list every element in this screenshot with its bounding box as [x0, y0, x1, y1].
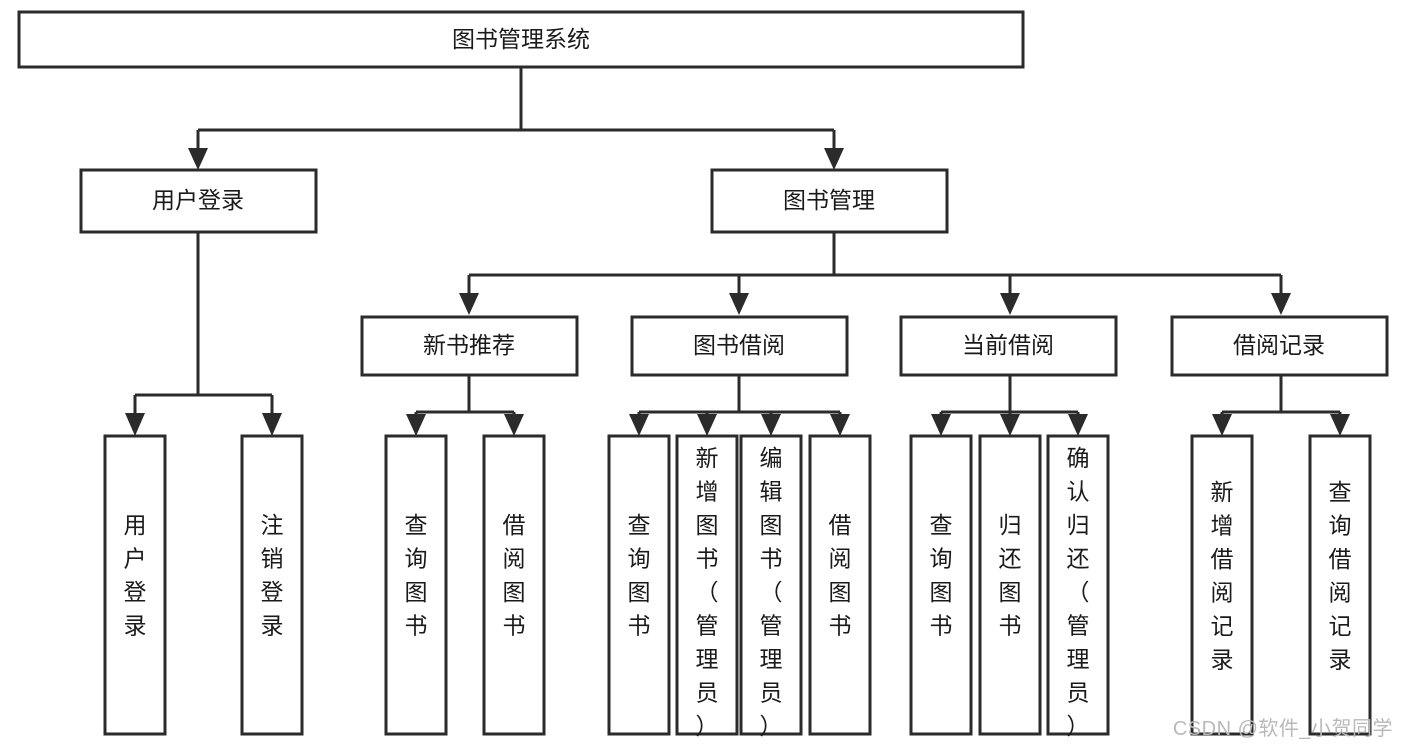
node-new-book-recommend[interactable]: 新书推荐 [360, 315, 579, 377]
connector-userlogin-to-leaves [125, 232, 282, 436]
leaf-query-book-1[interactable]: 查询图书 [384, 434, 448, 736]
csdn-watermark: CSDN @软件_小贺同学 [1172, 718, 1393, 740]
node-root-label: 图书管理系统 [452, 26, 590, 52]
leaf-query-book-2-label: 查询图书 [628, 512, 651, 639]
leaf-add-book-label: 新增图书（管理员） [696, 445, 719, 739]
node-borrow-record-label: 借阅记录 [1233, 332, 1325, 358]
leaf-edit-book[interactable]: 编辑图书（管理员） [739, 434, 803, 739]
leaf-add-record[interactable]: 新增借阅记录 [1190, 434, 1254, 736]
leaf-query-book-3[interactable]: 查询图书 [909, 434, 973, 736]
node-borrow-record[interactable]: 借阅记录 [1170, 315, 1389, 377]
connector-newbook-to-leaves [406, 375, 524, 436]
node-root[interactable]: 图书管理系统 [17, 10, 1025, 69]
leaf-borrow-book-1-label: 借阅图书 [503, 512, 526, 639]
node-book-borrow[interactable]: 图书借阅 [630, 315, 849, 377]
leaf-add-record-label: 新增借阅记录 [1211, 479, 1234, 673]
leaf-query-record[interactable]: 查询借阅记录 [1308, 434, 1372, 736]
leaf-query-book-3-label: 查询图书 [930, 512, 953, 639]
leaf-query-book-2[interactable]: 查询图书 [607, 434, 671, 736]
connector-borrowrecord-to-leaves [1212, 375, 1350, 436]
node-user-login-label: 用户登录 [152, 187, 244, 213]
node-user-login[interactable]: 用户登录 [79, 168, 318, 234]
node-current-borrow-label: 当前借阅 [962, 332, 1054, 358]
leaf-add-book[interactable]: 新增图书（管理员） [675, 434, 739, 739]
connector-currentborrow-to-leaves [931, 375, 1088, 436]
node-book-management[interactable]: 图书管理 [710, 168, 949, 234]
leaf-user-logout[interactable]: 注销登录 [240, 434, 304, 736]
connector-root-to-level2 [188, 67, 844, 170]
leaf-borrow-book-1[interactable]: 借阅图书 [482, 434, 546, 736]
leaf-user-login-label: 用户登录 [124, 512, 147, 639]
node-current-borrow[interactable]: 当前借阅 [899, 315, 1118, 377]
leaf-confirm-return[interactable]: 确认归还（管理员） [1046, 434, 1110, 739]
leaf-user-login[interactable]: 用户登录 [103, 434, 167, 736]
node-book-management-label: 图书管理 [783, 187, 875, 213]
connector-bookborrow-to-leaves [629, 375, 850, 436]
leaf-query-book-1-label: 查询图书 [405, 512, 428, 639]
leaf-user-logout-label: 注销登录 [261, 512, 284, 639]
connector-bookmgmt-to-level3 [459, 232, 1291, 315]
node-book-borrow-label: 图书借阅 [693, 332, 785, 358]
node-new-book-recommend-label: 新书推荐 [423, 332, 515, 358]
leaf-confirm-return-label: 确认归还（管理员） [1067, 445, 1090, 739]
leaf-edit-book-label: 编辑图书（管理员） [760, 445, 783, 739]
leaf-borrow-book-2[interactable]: 借阅图书 [808, 434, 872, 736]
leaf-return-book[interactable]: 归还图书 [978, 434, 1042, 736]
leaf-return-book-label: 归还图书 [999, 512, 1022, 639]
leaf-query-record-label: 查询借阅记录 [1329, 479, 1352, 673]
leaf-borrow-book-2-label: 借阅图书 [829, 512, 852, 639]
